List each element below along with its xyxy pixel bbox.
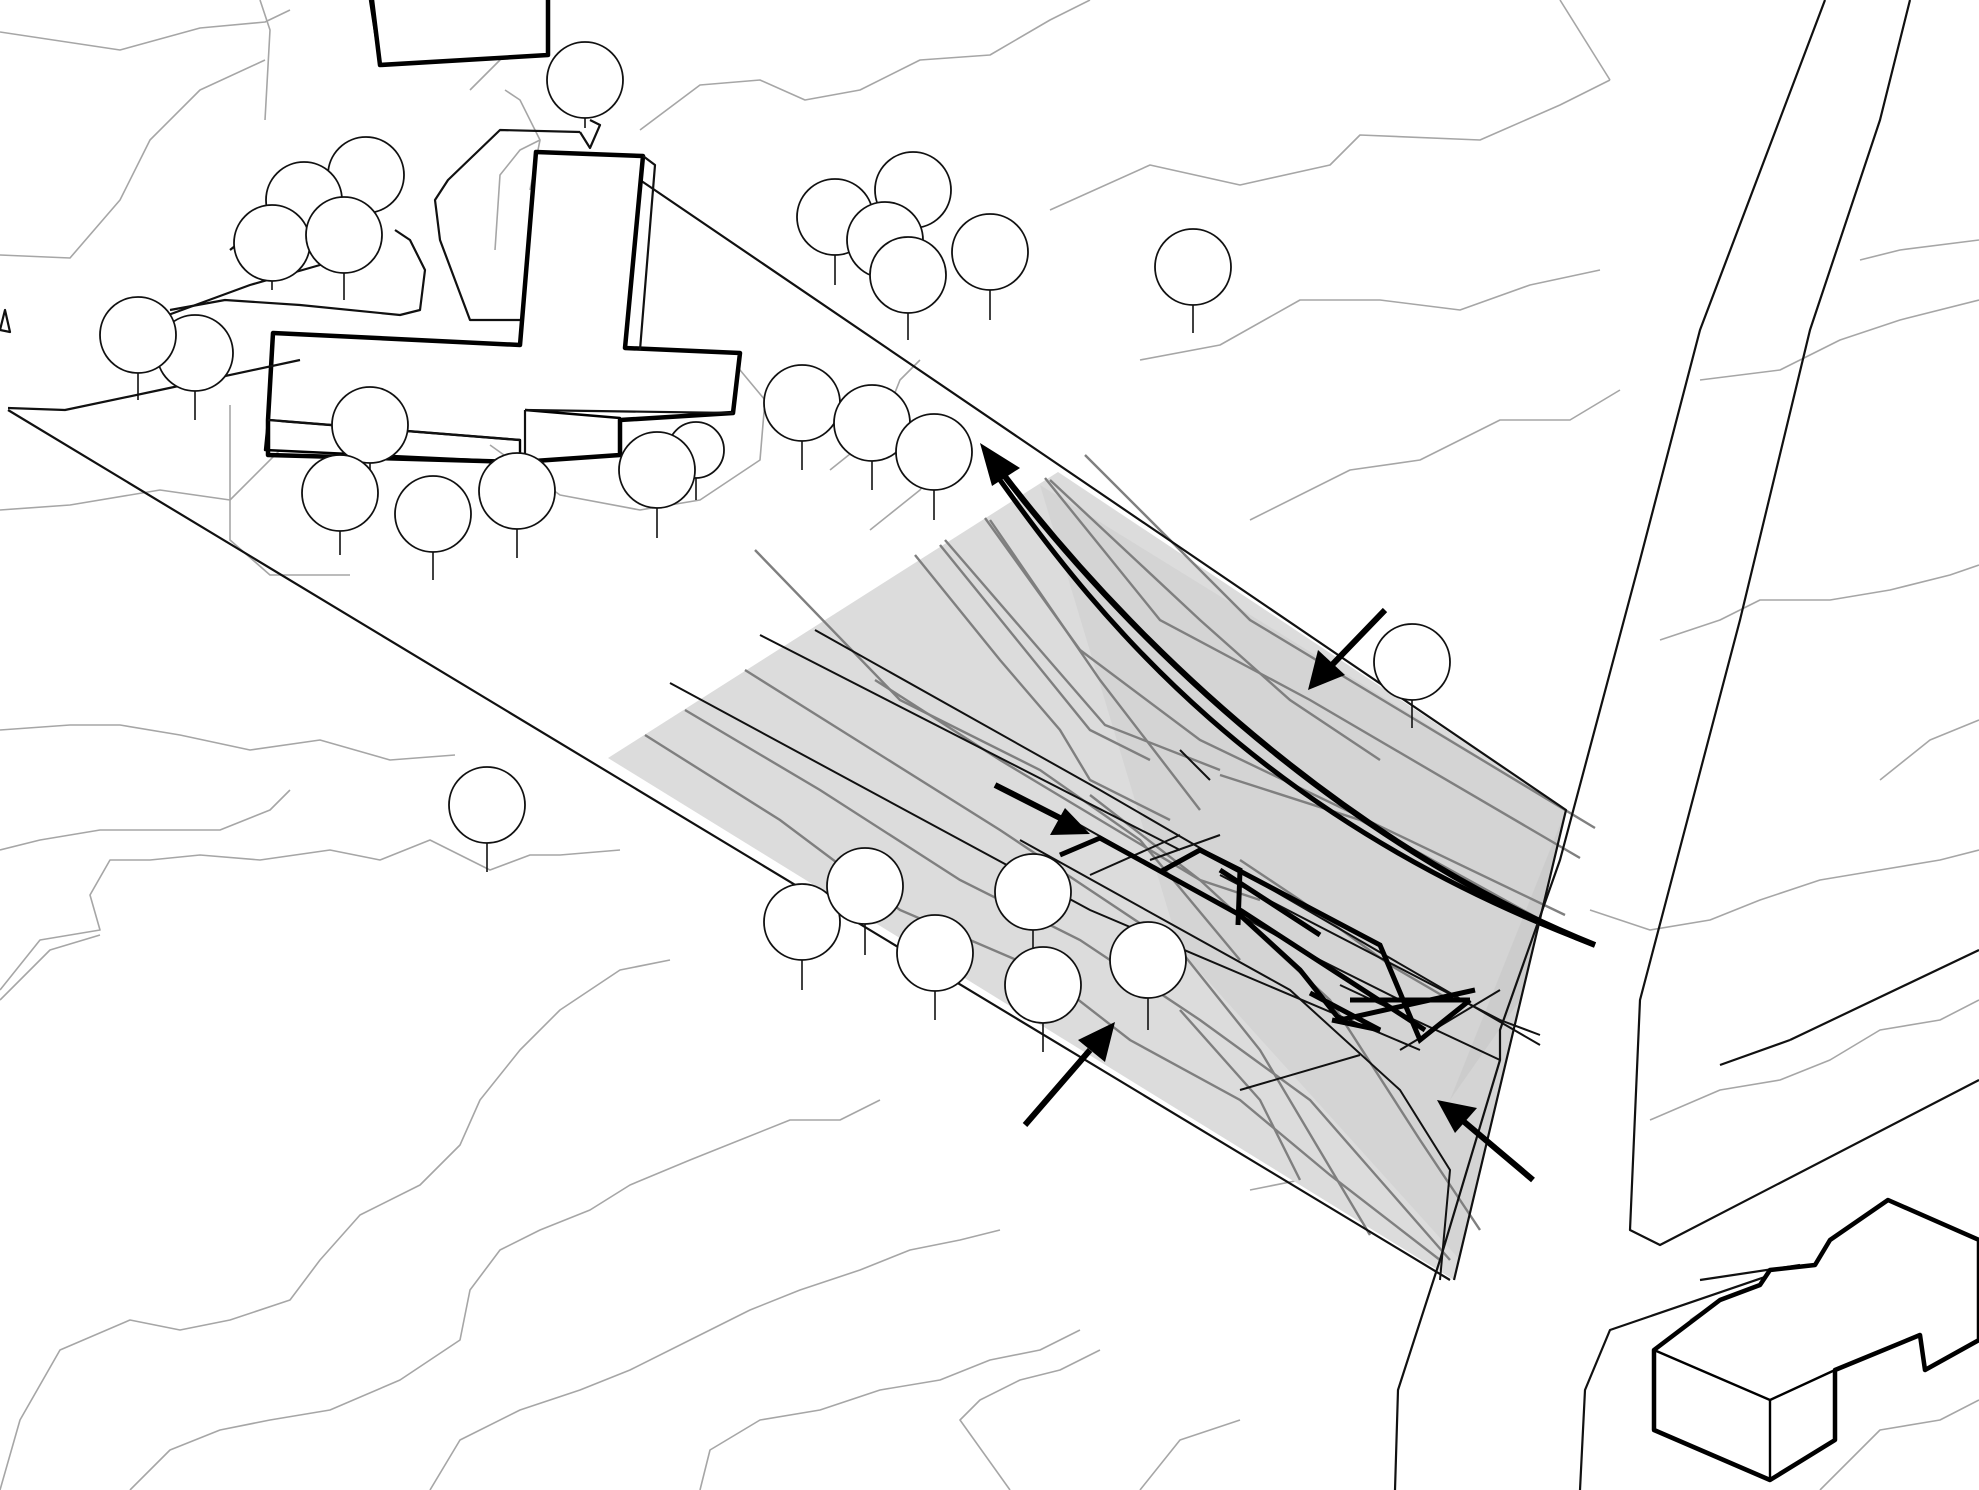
tree	[763, 364, 841, 470]
access-arrow-northwest	[980, 443, 1597, 948]
tree	[896, 914, 974, 1020]
access-arrow-east	[1308, 607, 1388, 690]
tree	[826, 847, 904, 955]
new-building-footprint	[997, 478, 1596, 1045]
tree	[618, 431, 696, 538]
access-arrow-west	[993, 782, 1090, 835]
road	[1393, 0, 1979, 1490]
tree	[833, 384, 911, 490]
access-arrow-south	[1022, 1022, 1115, 1127]
tree-symbols	[99, 41, 1451, 1052]
tree	[1109, 921, 1187, 1030]
tree	[1373, 623, 1451, 728]
tree	[895, 413, 973, 520]
tree	[99, 296, 177, 400]
tree	[301, 454, 379, 555]
tree	[1004, 946, 1082, 1052]
t-shaped-building	[263, 149, 743, 465]
bottom-right-building	[1651, 1197, 1979, 1483]
access-arrow-southeast	[1437, 1100, 1535, 1183]
site-section-lines	[669, 629, 1541, 1281]
tree	[478, 452, 556, 558]
tree	[233, 204, 311, 290]
tree	[951, 213, 1029, 320]
tree	[331, 386, 409, 470]
top-building	[368, 0, 551, 68]
parcel-boundary	[7, 179, 1568, 1281]
tree	[394, 475, 472, 580]
tree	[448, 766, 526, 872]
tree	[994, 853, 1072, 960]
tree	[305, 196, 383, 300]
tree	[546, 41, 624, 128]
tree	[869, 236, 947, 340]
tree	[763, 883, 841, 990]
tree	[1154, 228, 1232, 333]
